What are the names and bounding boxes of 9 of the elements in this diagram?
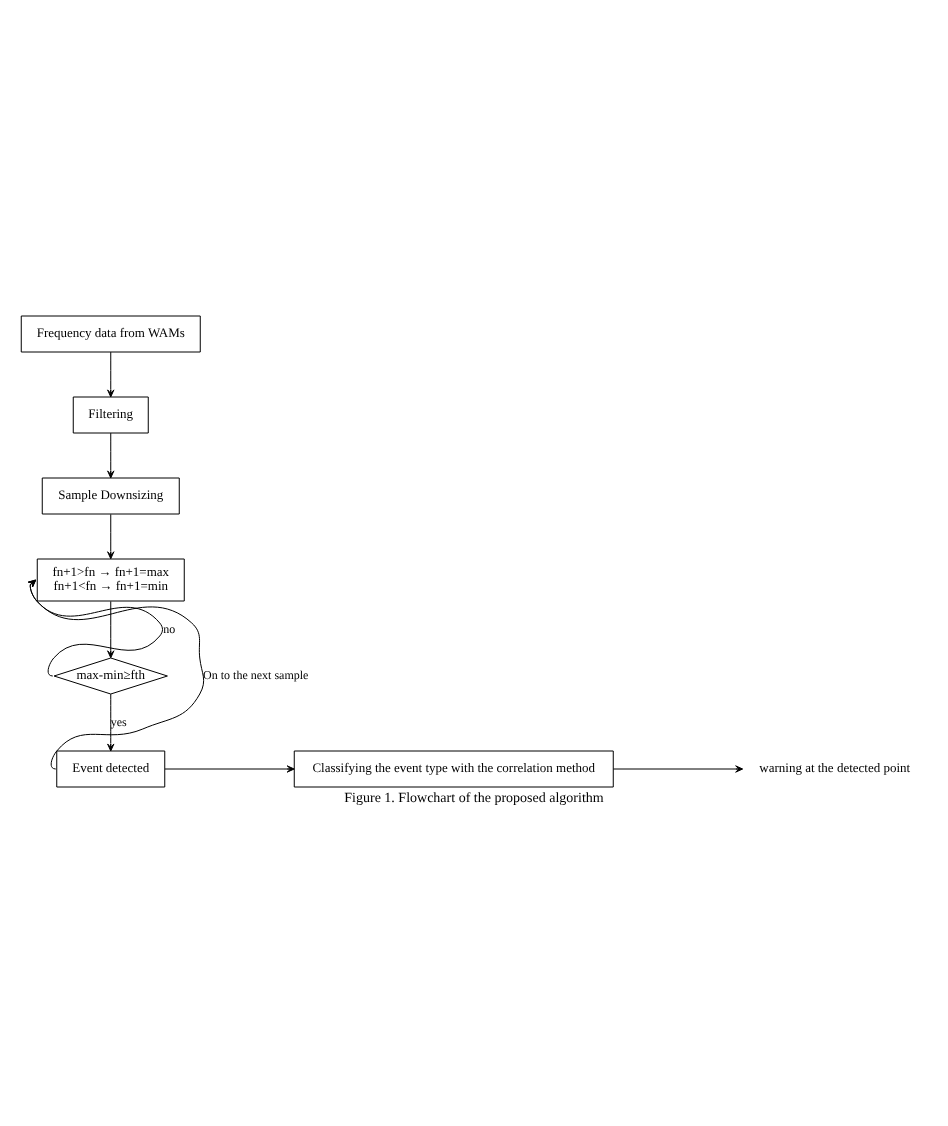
arrow xyxy=(107,432,115,479)
arrow xyxy=(27,579,205,770)
arrow xyxy=(107,600,115,659)
arrow xyxy=(107,351,115,398)
arrow xyxy=(107,693,115,752)
arrow xyxy=(27,579,163,677)
arrow xyxy=(107,513,115,560)
arrow xyxy=(612,765,744,773)
arrow xyxy=(164,765,295,773)
